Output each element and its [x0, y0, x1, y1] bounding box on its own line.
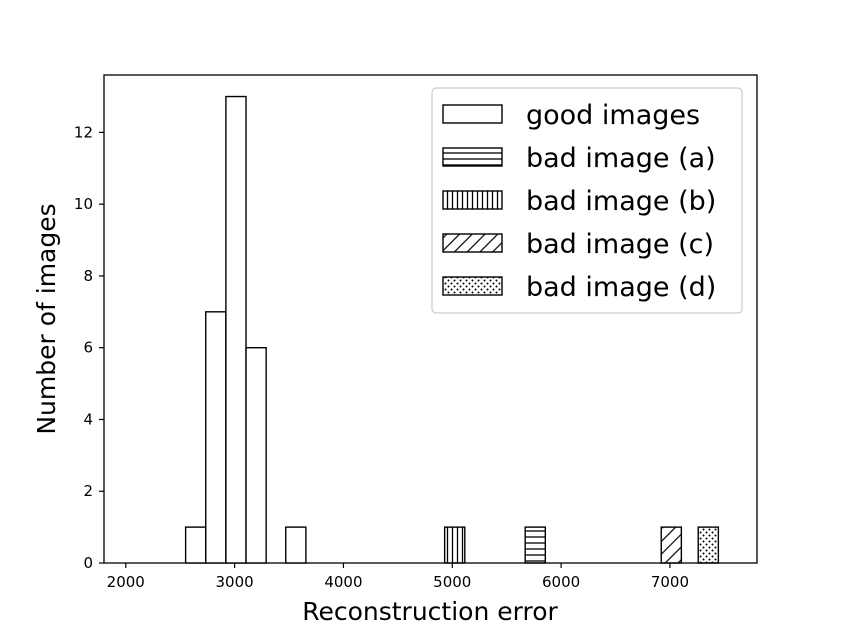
y-tick-label: 8 — [83, 267, 93, 285]
y-tick-label: 2 — [83, 482, 93, 500]
y-tick-label: 0 — [83, 554, 93, 572]
legend-label: bad image (b) — [526, 186, 716, 217]
legend-swatch — [442, 233, 503, 253]
x-tick-label: 3000 — [216, 573, 254, 591]
histogram-bar — [285, 526, 307, 564]
legend-label: bad image (d) — [526, 272, 716, 303]
legend-label: good images — [526, 100, 700, 131]
histogram-bar — [245, 347, 267, 564]
histogram-bar — [443, 526, 466, 564]
y-tick-label: 4 — [83, 410, 93, 428]
y-tick-label: 6 — [83, 339, 93, 357]
legend-swatch — [442, 104, 503, 124]
histogram-bar — [225, 95, 247, 564]
legend-label: bad image (c) — [526, 229, 714, 260]
histogram-bar — [660, 526, 683, 564]
histogram-bar — [524, 526, 547, 564]
legend-frame — [431, 87, 743, 314]
histogram-bar — [205, 311, 227, 564]
y-axis-ticks: 0 2 4 6 8 10 12 — [74, 123, 104, 572]
x-tick-label: 5000 — [433, 573, 471, 591]
x-axis-ticks: 2000 3000 4000 5000 6000 7000 — [107, 563, 689, 591]
legend-swatch — [442, 190, 503, 210]
legend-label: bad image (a) — [526, 143, 716, 174]
histogram-bar — [184, 526, 207, 564]
bars-layer — [184, 95, 720, 564]
legend-swatch — [442, 276, 503, 296]
legend-swatch — [442, 147, 503, 167]
x-tick-label: 6000 — [542, 573, 580, 591]
legend: good images bad image (a) bad image (b) bad… — [431, 87, 743, 314]
plot-area-frame — [103, 74, 758, 564]
x-axis-title: Reconstruction error — [302, 597, 558, 626]
y-axis-title: Number of images — [32, 203, 61, 434]
x-tick-label: 4000 — [324, 573, 362, 591]
x-tick-label: 2000 — [107, 573, 145, 591]
y-tick-label: 10 — [74, 195, 93, 213]
x-tick-label: 7000 — [651, 573, 689, 591]
histogram-bar — [697, 526, 720, 564]
y-tick-label: 12 — [74, 123, 93, 141]
